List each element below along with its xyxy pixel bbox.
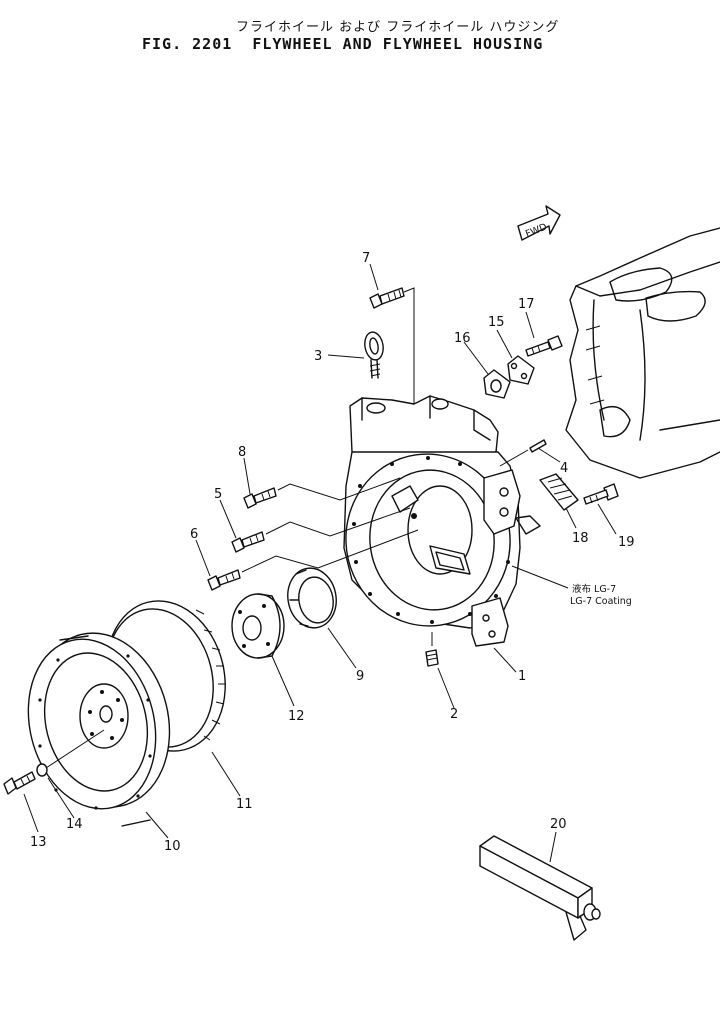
bolt-17 bbox=[525, 335, 563, 357]
callout-6: 6 bbox=[190, 527, 198, 542]
figure-title: FIG. 2201 FLYWHEEL AND FLYWHEEL HOUSING bbox=[142, 35, 544, 53]
coating-note: 液布 LG-7 LG-7 Coating bbox=[570, 583, 632, 607]
hub-12 bbox=[231, 593, 285, 659]
callout-12: 12 bbox=[288, 709, 305, 724]
eye-bolt-3 bbox=[364, 331, 384, 379]
gasket-16 bbox=[483, 369, 511, 399]
tool-20 bbox=[479, 835, 601, 941]
bolt-8 bbox=[243, 477, 401, 509]
callout-16: 16 bbox=[454, 331, 471, 346]
callout-18: 18 bbox=[572, 531, 589, 546]
coating-note-en: LG-7 Coating bbox=[570, 596, 632, 607]
bolt-5 bbox=[231, 507, 411, 553]
bolt-7 bbox=[369, 287, 415, 404]
plug-2 bbox=[425, 632, 439, 667]
bolt-19 bbox=[583, 483, 619, 505]
callout-13: 13 bbox=[30, 835, 47, 850]
washer-14 bbox=[36, 729, 105, 777]
callout-numbers: 1 2 3 4 5 6 7 8 9 10 11 12 13 14 15 16 1… bbox=[30, 251, 635, 854]
callout-20: 20 bbox=[550, 817, 567, 832]
callout-14: 14 bbox=[66, 817, 83, 832]
callout-17: 17 bbox=[518, 297, 535, 312]
callout-9: 9 bbox=[356, 669, 364, 684]
housing-bolt-holes bbox=[352, 456, 510, 624]
callout-7: 7 bbox=[362, 251, 370, 266]
callout-11: 11 bbox=[236, 797, 253, 812]
bolt-6 bbox=[207, 529, 419, 591]
engine-block bbox=[565, 227, 720, 479]
flywheel-10 bbox=[27, 632, 171, 827]
name-plate-18 bbox=[539, 473, 579, 511]
callout-1: 1 bbox=[518, 669, 526, 684]
callout-15: 15 bbox=[488, 315, 505, 330]
dowel-pin-4 bbox=[499, 439, 547, 467]
callout-10: 10 bbox=[164, 839, 181, 854]
figure-title-japanese: フライホイール および フライホイール ハウジング bbox=[236, 20, 560, 35]
callout-2: 2 bbox=[450, 707, 458, 722]
callout-5: 5 bbox=[214, 487, 222, 502]
fwd-label: FWD bbox=[524, 222, 549, 241]
callout-19: 19 bbox=[618, 535, 635, 550]
flywheel-housing bbox=[343, 395, 541, 647]
fwd-arrow: FWD bbox=[517, 205, 561, 241]
cover-plate-15 bbox=[507, 355, 535, 385]
coating-note-jp: 液布 LG-7 bbox=[572, 583, 616, 595]
bolt-13 bbox=[3, 771, 36, 795]
oil-seal-9 bbox=[287, 567, 337, 629]
leader-lines bbox=[23, 263, 617, 863]
callout-4: 4 bbox=[560, 461, 568, 476]
callout-8: 8 bbox=[238, 445, 246, 460]
callout-3: 3 bbox=[314, 349, 322, 364]
